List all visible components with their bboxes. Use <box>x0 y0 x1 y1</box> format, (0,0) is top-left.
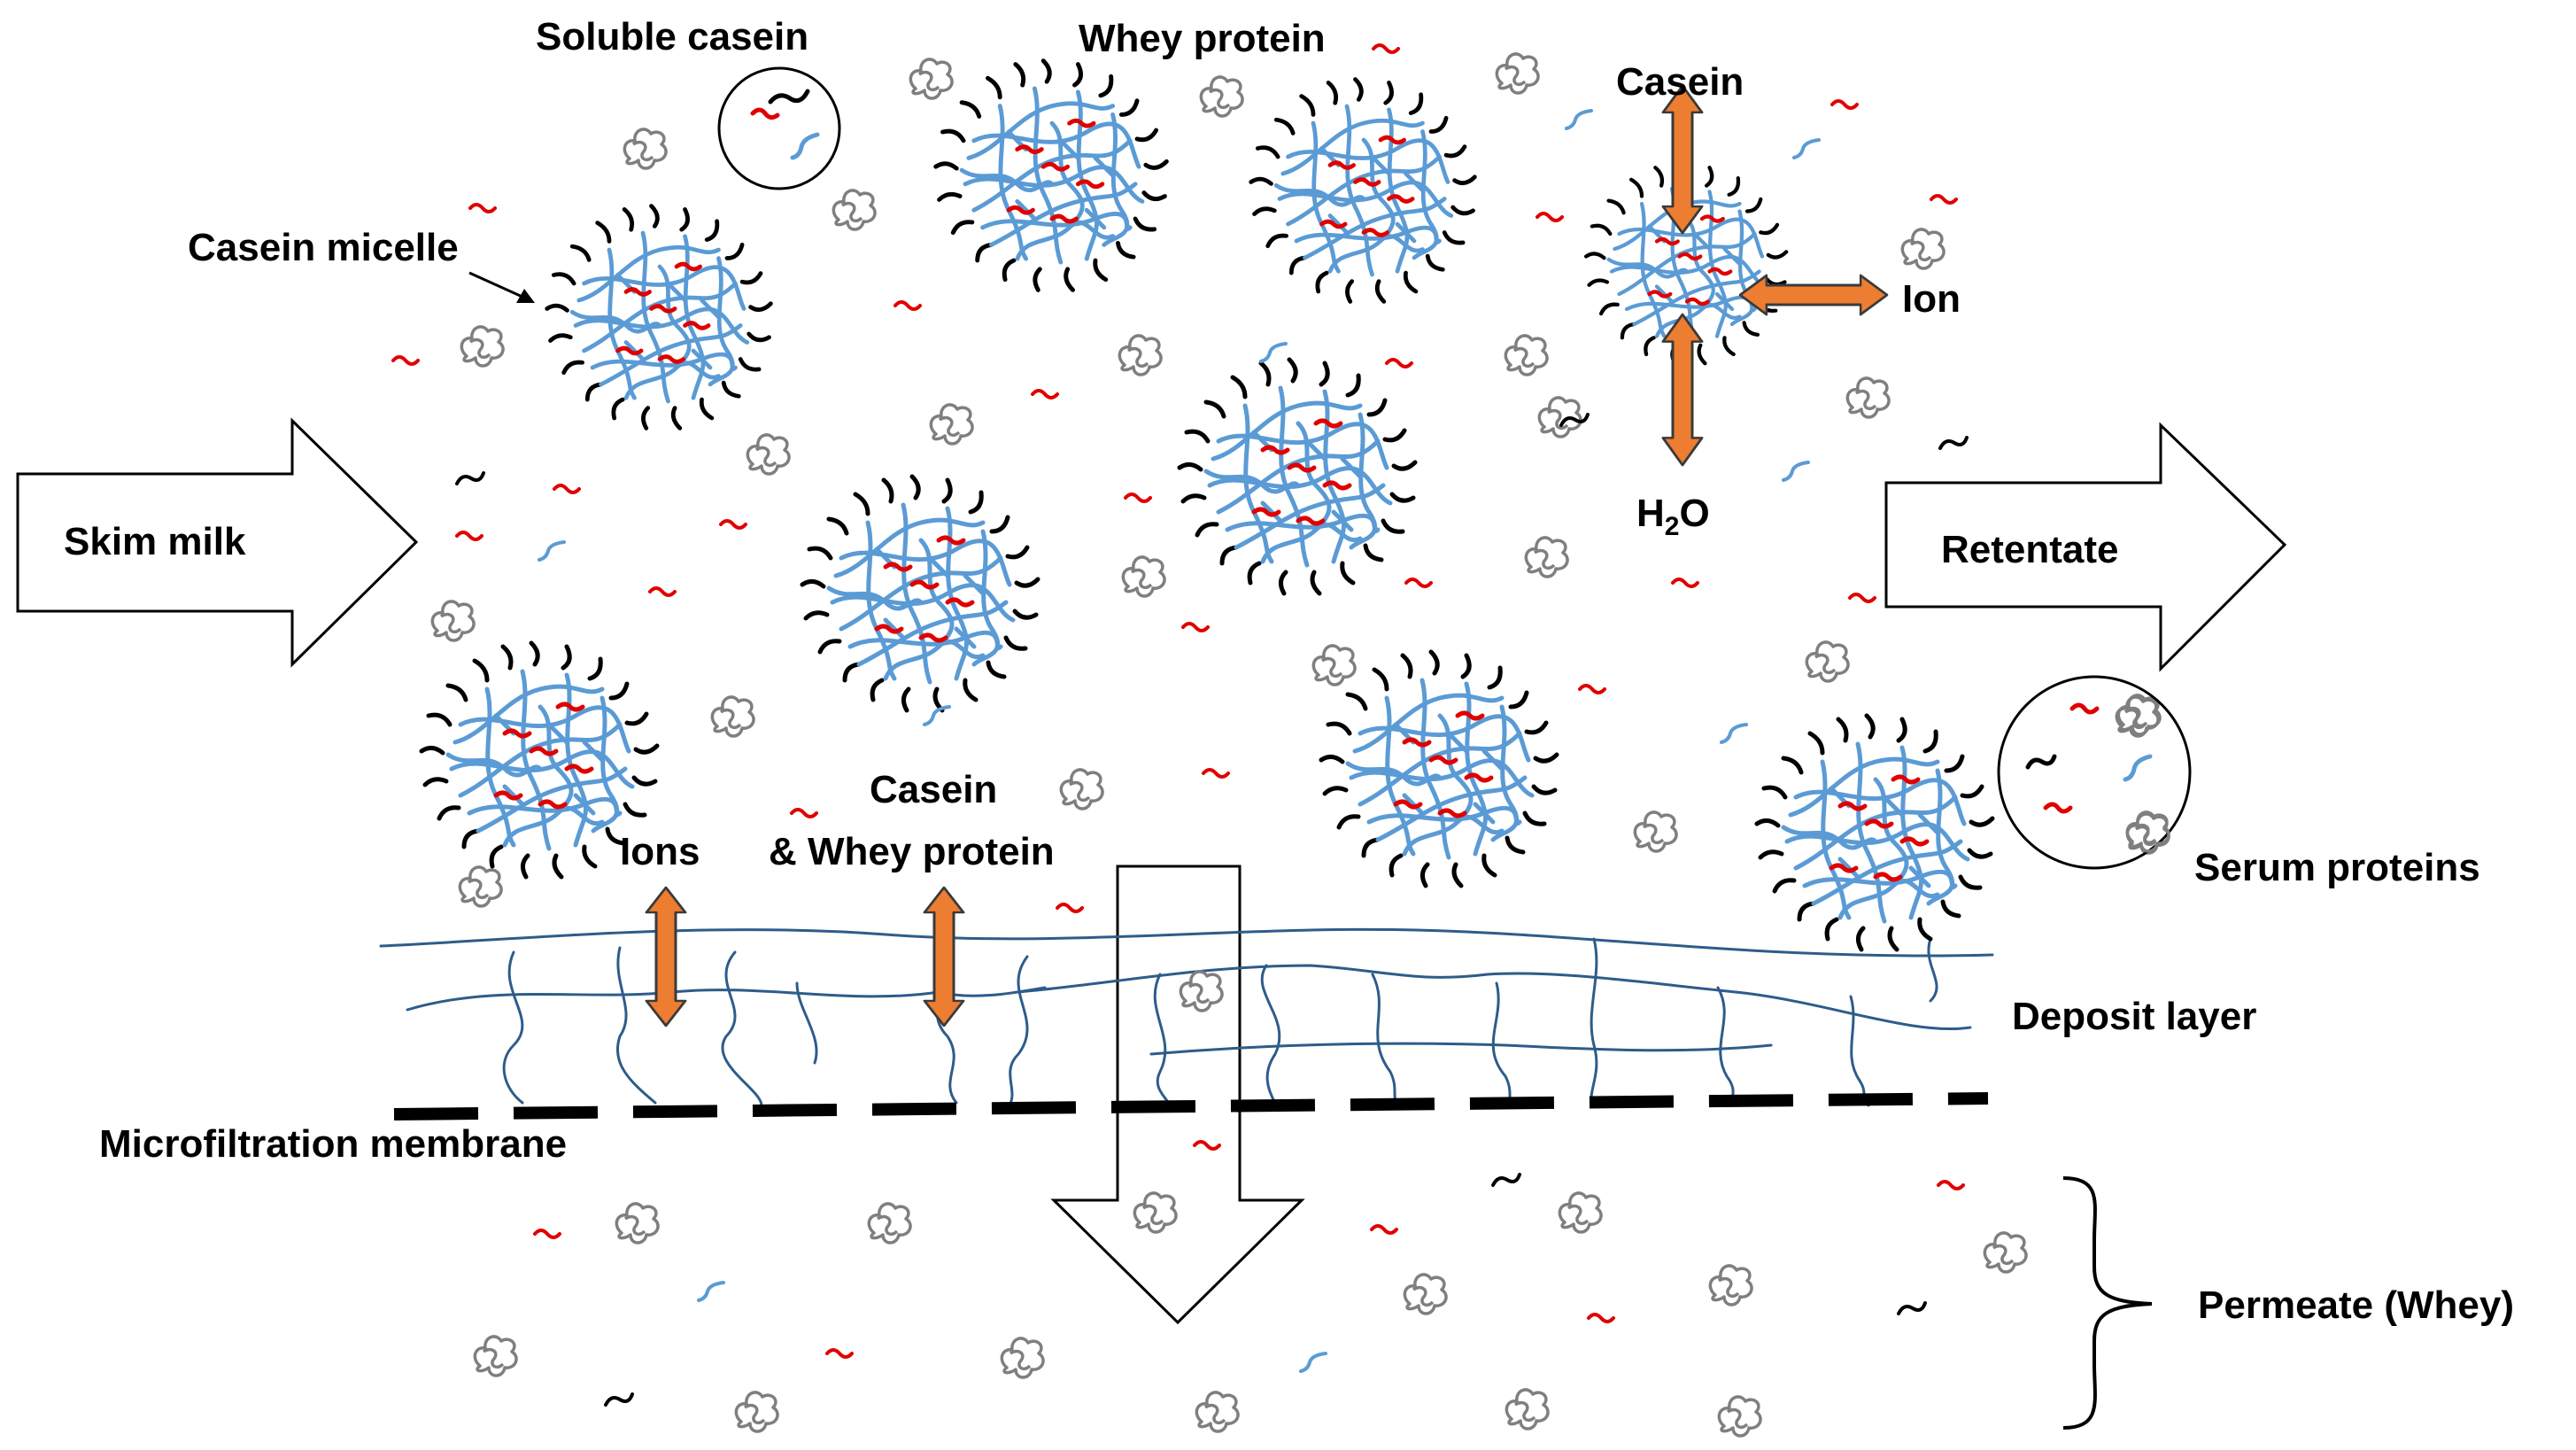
permeate-arrow <box>1050 865 1305 1325</box>
micelle-icon <box>936 61 1167 291</box>
double-arrow-icon <box>923 886 965 1027</box>
h2o-label: H2O <box>1636 492 1710 541</box>
whey-proteins <box>430 52 2170 1438</box>
whey-protein-label: Whey protein <box>1079 17 1326 60</box>
ion-label: Ion <box>1902 277 1961 321</box>
casein-micelles <box>422 61 1992 950</box>
retentate-label: Retentate <box>1941 528 2119 571</box>
ions-label: Ions <box>620 830 700 873</box>
membrane-line <box>393 1092 1989 1120</box>
casein-micelle-label: Casein micelle <box>188 226 459 269</box>
double-arrow-icon <box>1661 84 1704 235</box>
micelle-icon <box>547 206 771 429</box>
double-arrow-icon <box>1661 313 1704 467</box>
brace-icon <box>2062 1176 2153 1430</box>
deposit-layer <box>379 927 1994 1107</box>
micelle-icon <box>1180 360 1415 593</box>
casein-whey-label-line2: & Whey protein <box>769 830 1055 873</box>
skim-milk-arrow <box>16 417 419 668</box>
serum-proteins-circle <box>1997 675 2192 870</box>
permeate-label: Permeate (Whey) <box>2198 1283 2514 1327</box>
micelle-pointer <box>468 271 535 303</box>
micelle-icon <box>1757 716 1992 950</box>
micelle-icon <box>1251 80 1475 302</box>
double-arrow-icon <box>645 886 687 1027</box>
deposit-layer-label: Deposit layer <box>2012 995 2256 1038</box>
soluble-casein-label: Soluble casein <box>536 15 808 58</box>
micelle-icon <box>1321 652 1557 886</box>
retentate-arrow <box>1884 422 2287 672</box>
skim-milk-label: Skim milk <box>64 520 246 563</box>
casein-whey-label-line1: Casein <box>870 768 997 811</box>
micelle-icon <box>802 477 1038 710</box>
casein-top-label: Casein <box>1616 60 1744 104</box>
microfiltration-membrane-label: Microfiltration membrane <box>99 1122 567 1166</box>
soluble-casein-circle <box>717 66 841 190</box>
double-arrow-icon <box>1738 274 1889 316</box>
serum-proteins-label: Serum proteins <box>2194 846 2480 889</box>
